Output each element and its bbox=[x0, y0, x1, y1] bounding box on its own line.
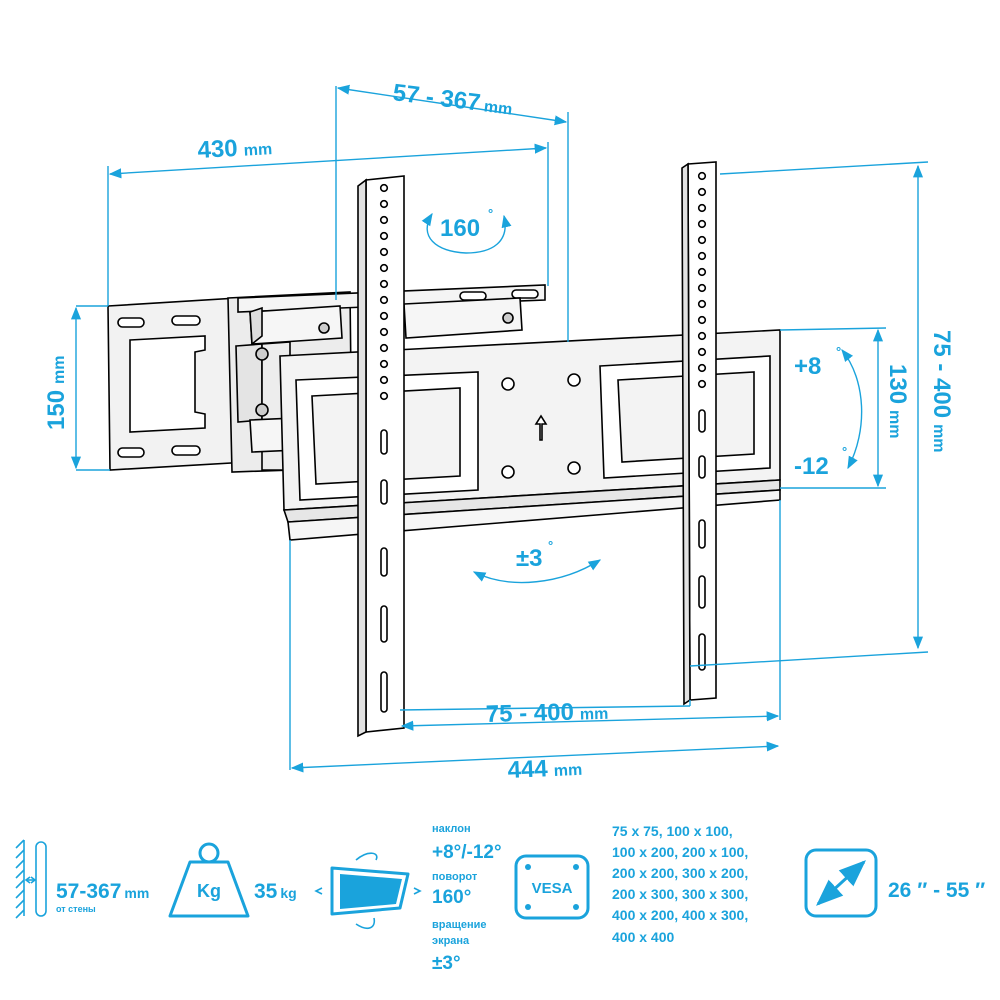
tilt-up-label: +8 bbox=[794, 353, 821, 380]
vesa-pattern-line: 75 x 75, 100 x 100, bbox=[612, 823, 733, 839]
tilt-down-label: -12 bbox=[794, 453, 829, 480]
mount-drawing bbox=[107, 161, 781, 738]
vesa-spec: VESA 75 x 75, 100 x 100, 100 x 200, 200 … bbox=[514, 823, 748, 945]
rotation-value: ±3° bbox=[432, 953, 461, 974]
screen-tilt-icon bbox=[314, 852, 422, 930]
swivel-label: 160 bbox=[440, 215, 480, 242]
screen-size-value: 26 ″ - 55 ″ bbox=[888, 879, 985, 902]
vesa-badge-text: VESA bbox=[532, 880, 573, 897]
dim-line-vesa-horizontal bbox=[400, 711, 780, 731]
weight-badge-text: Kg bbox=[197, 881, 221, 901]
wall-hatch-icon bbox=[15, 839, 47, 919]
vertical-bracket-right bbox=[681, 161, 717, 706]
dim-line-arm-extension bbox=[336, 84, 568, 126]
wall-distance-caption: от стены bbox=[56, 904, 96, 914]
weight-icon bbox=[168, 842, 250, 918]
wall-plate-height-label: 150mm bbox=[43, 356, 70, 431]
dimension-lines bbox=[70, 84, 929, 773]
vertical-bracket-left bbox=[357, 175, 405, 738]
rotation-caption-2: экрана bbox=[432, 935, 470, 947]
motion-spec: наклон +8°/-12° поворот 160° вращение эк… bbox=[314, 823, 502, 974]
screen-diagonal-icon bbox=[804, 848, 878, 918]
vesa-pattern-line: 200 x 300, 300 x 300, bbox=[612, 886, 748, 902]
tilt-caption: наклон bbox=[432, 823, 471, 835]
rotation-label: ±3 bbox=[516, 545, 543, 572]
rotation-arc bbox=[472, 559, 602, 584]
swivel-arc bbox=[421, 212, 512, 254]
vesa-pattern-line: 400 x 400 bbox=[612, 929, 674, 945]
tilt-height-label: 130mm bbox=[884, 364, 911, 439]
vesa-pattern-line: 400 x 200, 400 x 300, bbox=[612, 907, 748, 923]
swivel-value: 160° bbox=[432, 887, 471, 908]
vesa-vertical-label: 75 - 400mm bbox=[928, 330, 955, 453]
vesa-pattern-line: 100 x 200, 200 x 100, bbox=[612, 844, 748, 860]
arm-extension-label: 57 - 367mm bbox=[391, 79, 514, 120]
vesa-pattern-line: 200 x 200, 300 x 200, bbox=[612, 865, 748, 881]
swivel-degree-symbol: ° bbox=[488, 206, 493, 221]
tilt-up-degree-symbol: ° bbox=[836, 344, 841, 359]
tilt-arc bbox=[841, 349, 863, 470]
tilt-value: +8°/-12° bbox=[432, 842, 502, 863]
rotation-caption-1: вращение bbox=[432, 919, 487, 931]
dim-line-plate-width bbox=[108, 143, 548, 179]
dim-line-total-width bbox=[290, 741, 780, 773]
tilt-down-degree-symbol: ° bbox=[842, 444, 847, 459]
rotation-degree-symbol: ° bbox=[548, 538, 553, 553]
vesa-icon bbox=[514, 854, 590, 920]
screen-size-spec: 26 ″ - 55 ″ bbox=[804, 848, 985, 918]
swivel-caption: поворот bbox=[432, 871, 478, 883]
